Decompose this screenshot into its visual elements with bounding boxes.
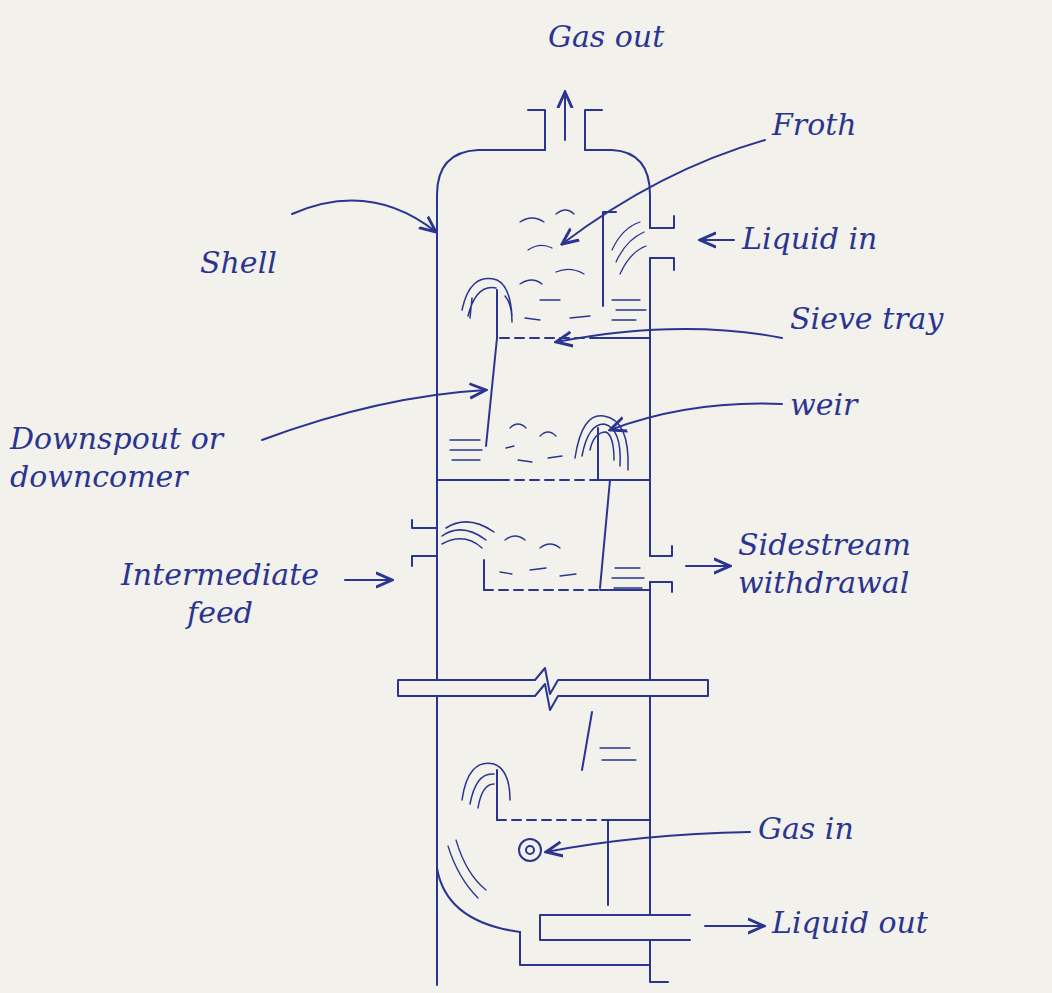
part-label: Intermediate feed bbox=[100, 556, 340, 631]
liquid-hatch bbox=[450, 440, 482, 460]
tray-plate bbox=[600, 337, 650, 339]
part-label: Froth bbox=[772, 106, 932, 144]
liquid-hatch bbox=[612, 222, 646, 320]
froth bbox=[520, 210, 590, 320]
weir-spray bbox=[462, 763, 510, 808]
leader-line bbox=[262, 390, 486, 440]
part-label: Shell bbox=[200, 244, 350, 282]
gas-inlet bbox=[526, 846, 534, 854]
weir bbox=[496, 290, 498, 338]
part-label: Liquid in bbox=[742, 220, 942, 258]
side-draw-nozzle bbox=[650, 546, 672, 592]
leader-line bbox=[345, 579, 392, 581]
weir-spray bbox=[575, 416, 628, 470]
leader-line bbox=[292, 201, 436, 232]
part-label: Liquid out bbox=[772, 904, 1002, 942]
downcomer bbox=[582, 712, 592, 770]
gas-out-arrow bbox=[564, 92, 566, 140]
froth bbox=[506, 424, 562, 462]
break-band bbox=[398, 668, 708, 710]
part-label: Sieve tray bbox=[790, 300, 1020, 338]
feed-nozzle bbox=[412, 520, 437, 566]
part-label: Sidestream withdrawal bbox=[738, 526, 1038, 601]
downcomer bbox=[486, 338, 497, 446]
weir-spray bbox=[462, 279, 512, 322]
liquid-hatch bbox=[612, 568, 644, 588]
gas-inlet bbox=[519, 839, 541, 861]
tray-plate bbox=[605, 819, 650, 821]
part-label: Downspout or downcomer bbox=[10, 420, 258, 495]
feed-spray bbox=[442, 522, 494, 548]
liquid-outlet bbox=[520, 915, 690, 965]
tray-plate bbox=[600, 589, 650, 591]
leader-line bbox=[610, 404, 782, 430]
sieve-tray bbox=[484, 589, 600, 591]
shell-wall bbox=[437, 150, 668, 985]
part-label: weir bbox=[790, 386, 940, 424]
liquid-inlet-nozzle bbox=[650, 216, 674, 270]
downcomer bbox=[600, 480, 610, 588]
part-label: Gas in bbox=[758, 810, 958, 848]
weir bbox=[483, 560, 485, 590]
sieve-tray bbox=[497, 819, 605, 821]
liquid-hatch bbox=[448, 840, 486, 898]
liquid-hatch bbox=[600, 748, 636, 760]
part-label: Gas out bbox=[548, 18, 708, 56]
leader-line bbox=[700, 239, 734, 241]
weir bbox=[496, 770, 498, 820]
froth bbox=[500, 536, 576, 576]
leader-line bbox=[562, 140, 765, 244]
downcomer bbox=[607, 820, 609, 905]
leader-line bbox=[556, 329, 782, 342]
leader-line bbox=[546, 832, 750, 852]
sieve-tray bbox=[500, 479, 598, 481]
bottom-head bbox=[437, 868, 520, 932]
downcomer bbox=[603, 212, 616, 306]
leader-line bbox=[686, 565, 730, 567]
tray-plate bbox=[437, 479, 500, 481]
leader-line bbox=[705, 925, 764, 927]
